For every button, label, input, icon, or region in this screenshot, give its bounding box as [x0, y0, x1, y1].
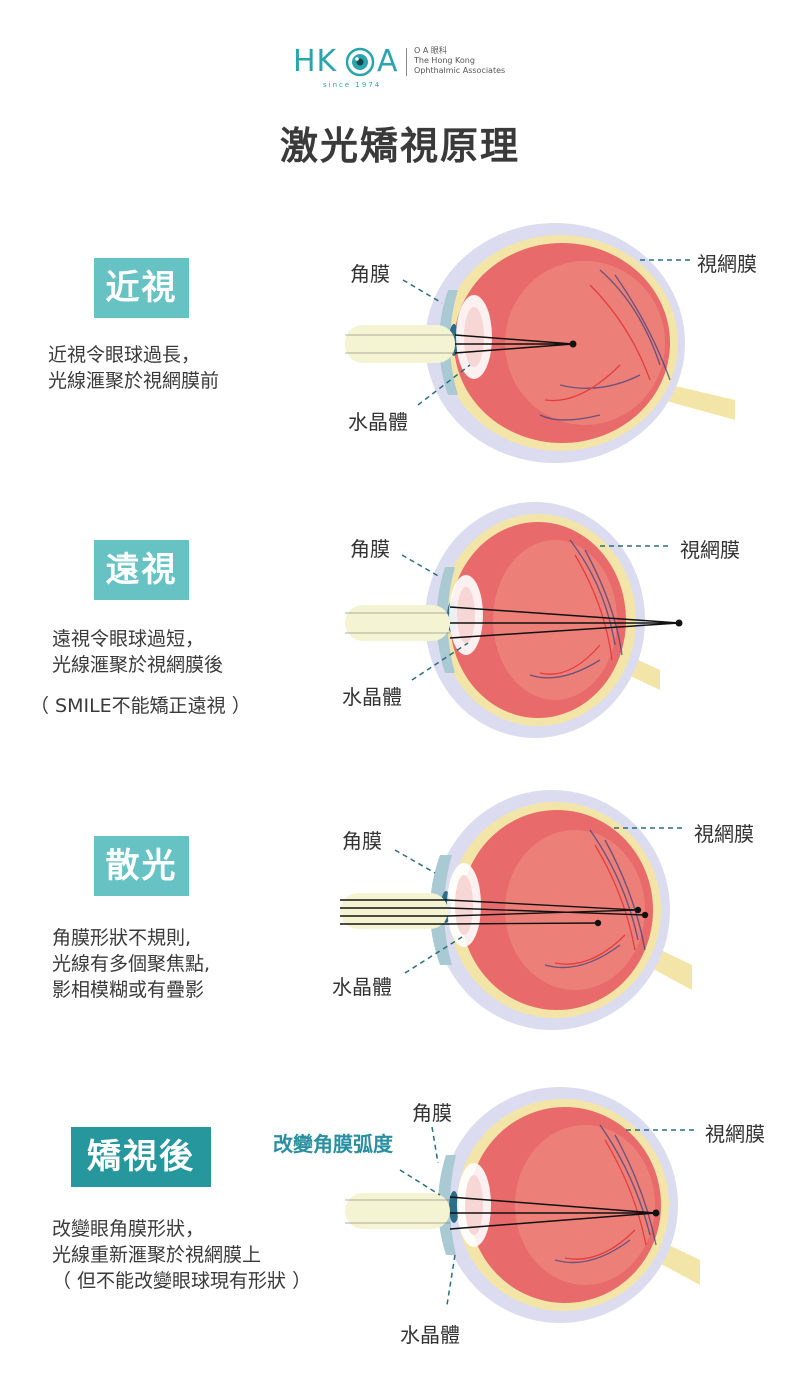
logo-divider: [406, 48, 407, 76]
eye-illustration: [340, 790, 692, 1030]
logo-text-hk: HK: [293, 44, 338, 79]
desc-line: 光線有多個聚焦點,: [52, 953, 211, 975]
desc-line: 改變眼角膜形狀，: [52, 1218, 205, 1240]
label-lens: 水晶體: [400, 1323, 460, 1347]
desc-line: 光線重新滙聚於視網膜上: [52, 1244, 262, 1266]
desc-line: 角膜形狀不規則,: [52, 927, 192, 949]
desc-after-correction: 改變眼角膜形狀， 光線重新滙聚於視網膜上 （ 但不能改變眼球現有形狀 ）: [52, 1216, 311, 1294]
desc-line: 影相模糊或有疊影: [52, 979, 205, 1001]
label-lens: 水晶體: [348, 410, 408, 434]
logo-since: since 1974: [323, 81, 382, 89]
eye-diagram-myopia: 角膜 水晶體 視網膜: [0, 215, 800, 470]
label-retina: 視網膜: [694, 822, 754, 846]
label-retina: 視網膜: [680, 538, 740, 562]
desc-hyperopia: 遠視令眼球過短， 光線滙聚於視網膜後: [52, 626, 223, 678]
label-cornea: 角膜: [412, 1101, 452, 1125]
desc-line: 光線滙聚於視網膜前: [48, 370, 220, 392]
eye-illustration: [345, 1087, 700, 1323]
label-retina: 視網膜: [705, 1122, 765, 1146]
desc-line: 遠視令眼球過短，: [52, 628, 205, 650]
desc-line: 近視令眼球過長，: [48, 344, 201, 366]
label-cornea: 角膜: [350, 262, 390, 286]
eye-logo-icon: [345, 47, 375, 77]
eye-diagram-after-correction: 角膜 改變角膜弧度 水晶體 視網膜: [0, 1085, 800, 1370]
eye-diagram-hyperopia: 角膜 水晶體 視網膜: [0, 495, 800, 750]
label-cornea: 角膜: [350, 537, 390, 561]
logo-subtitle: O A 眼科 The Hong Kong Ophthalmic Associat…: [414, 46, 505, 76]
logo-text-a: A: [377, 44, 398, 79]
label-cornea: 角膜: [342, 829, 382, 853]
eye-illustration: [345, 223, 735, 463]
desc-line: 光線滙聚於視網膜後: [52, 654, 224, 676]
eye-illustration: [345, 502, 683, 738]
desc-astigmatism: 角膜形狀不規則, 光線有多個聚焦點, 影相模糊或有疊影: [52, 925, 210, 1003]
label-lens: 水晶體: [332, 975, 392, 999]
desc-hyperopia-note: （ SMILE不能矯正遠視 ）: [30, 695, 251, 717]
badge-astigmatism: 散光: [94, 836, 189, 896]
badge-hyperopia: 遠視: [94, 540, 189, 600]
logo-line-1: O A 眼科: [414, 46, 447, 55]
desc-myopia: 近視令眼球過長， 光線滙聚於視網膜前: [48, 342, 219, 394]
eye-diagram-astigmatism: 角膜 水晶體 視網膜: [0, 785, 800, 1040]
label-lens: 水晶體: [342, 685, 402, 709]
label-change-cornea-curvature: 改變角膜弧度: [273, 1132, 393, 1156]
logo-line-2: The Hong Kong: [414, 56, 475, 65]
logo-line-3: Ophthalmic Associates: [414, 66, 506, 75]
brand-logo: HK A since 1974 O A 眼科 The Hong Kong Oph…: [293, 44, 533, 94]
label-retina: 視網膜: [697, 252, 757, 276]
badge-after-correction: 矯視後: [71, 1127, 211, 1187]
badge-myopia: 近視: [94, 258, 189, 318]
desc-line: （ 但不能改變眼球現有形狀 ）: [52, 1270, 312, 1292]
page-title: 激光矯視原理: [279, 124, 520, 168]
